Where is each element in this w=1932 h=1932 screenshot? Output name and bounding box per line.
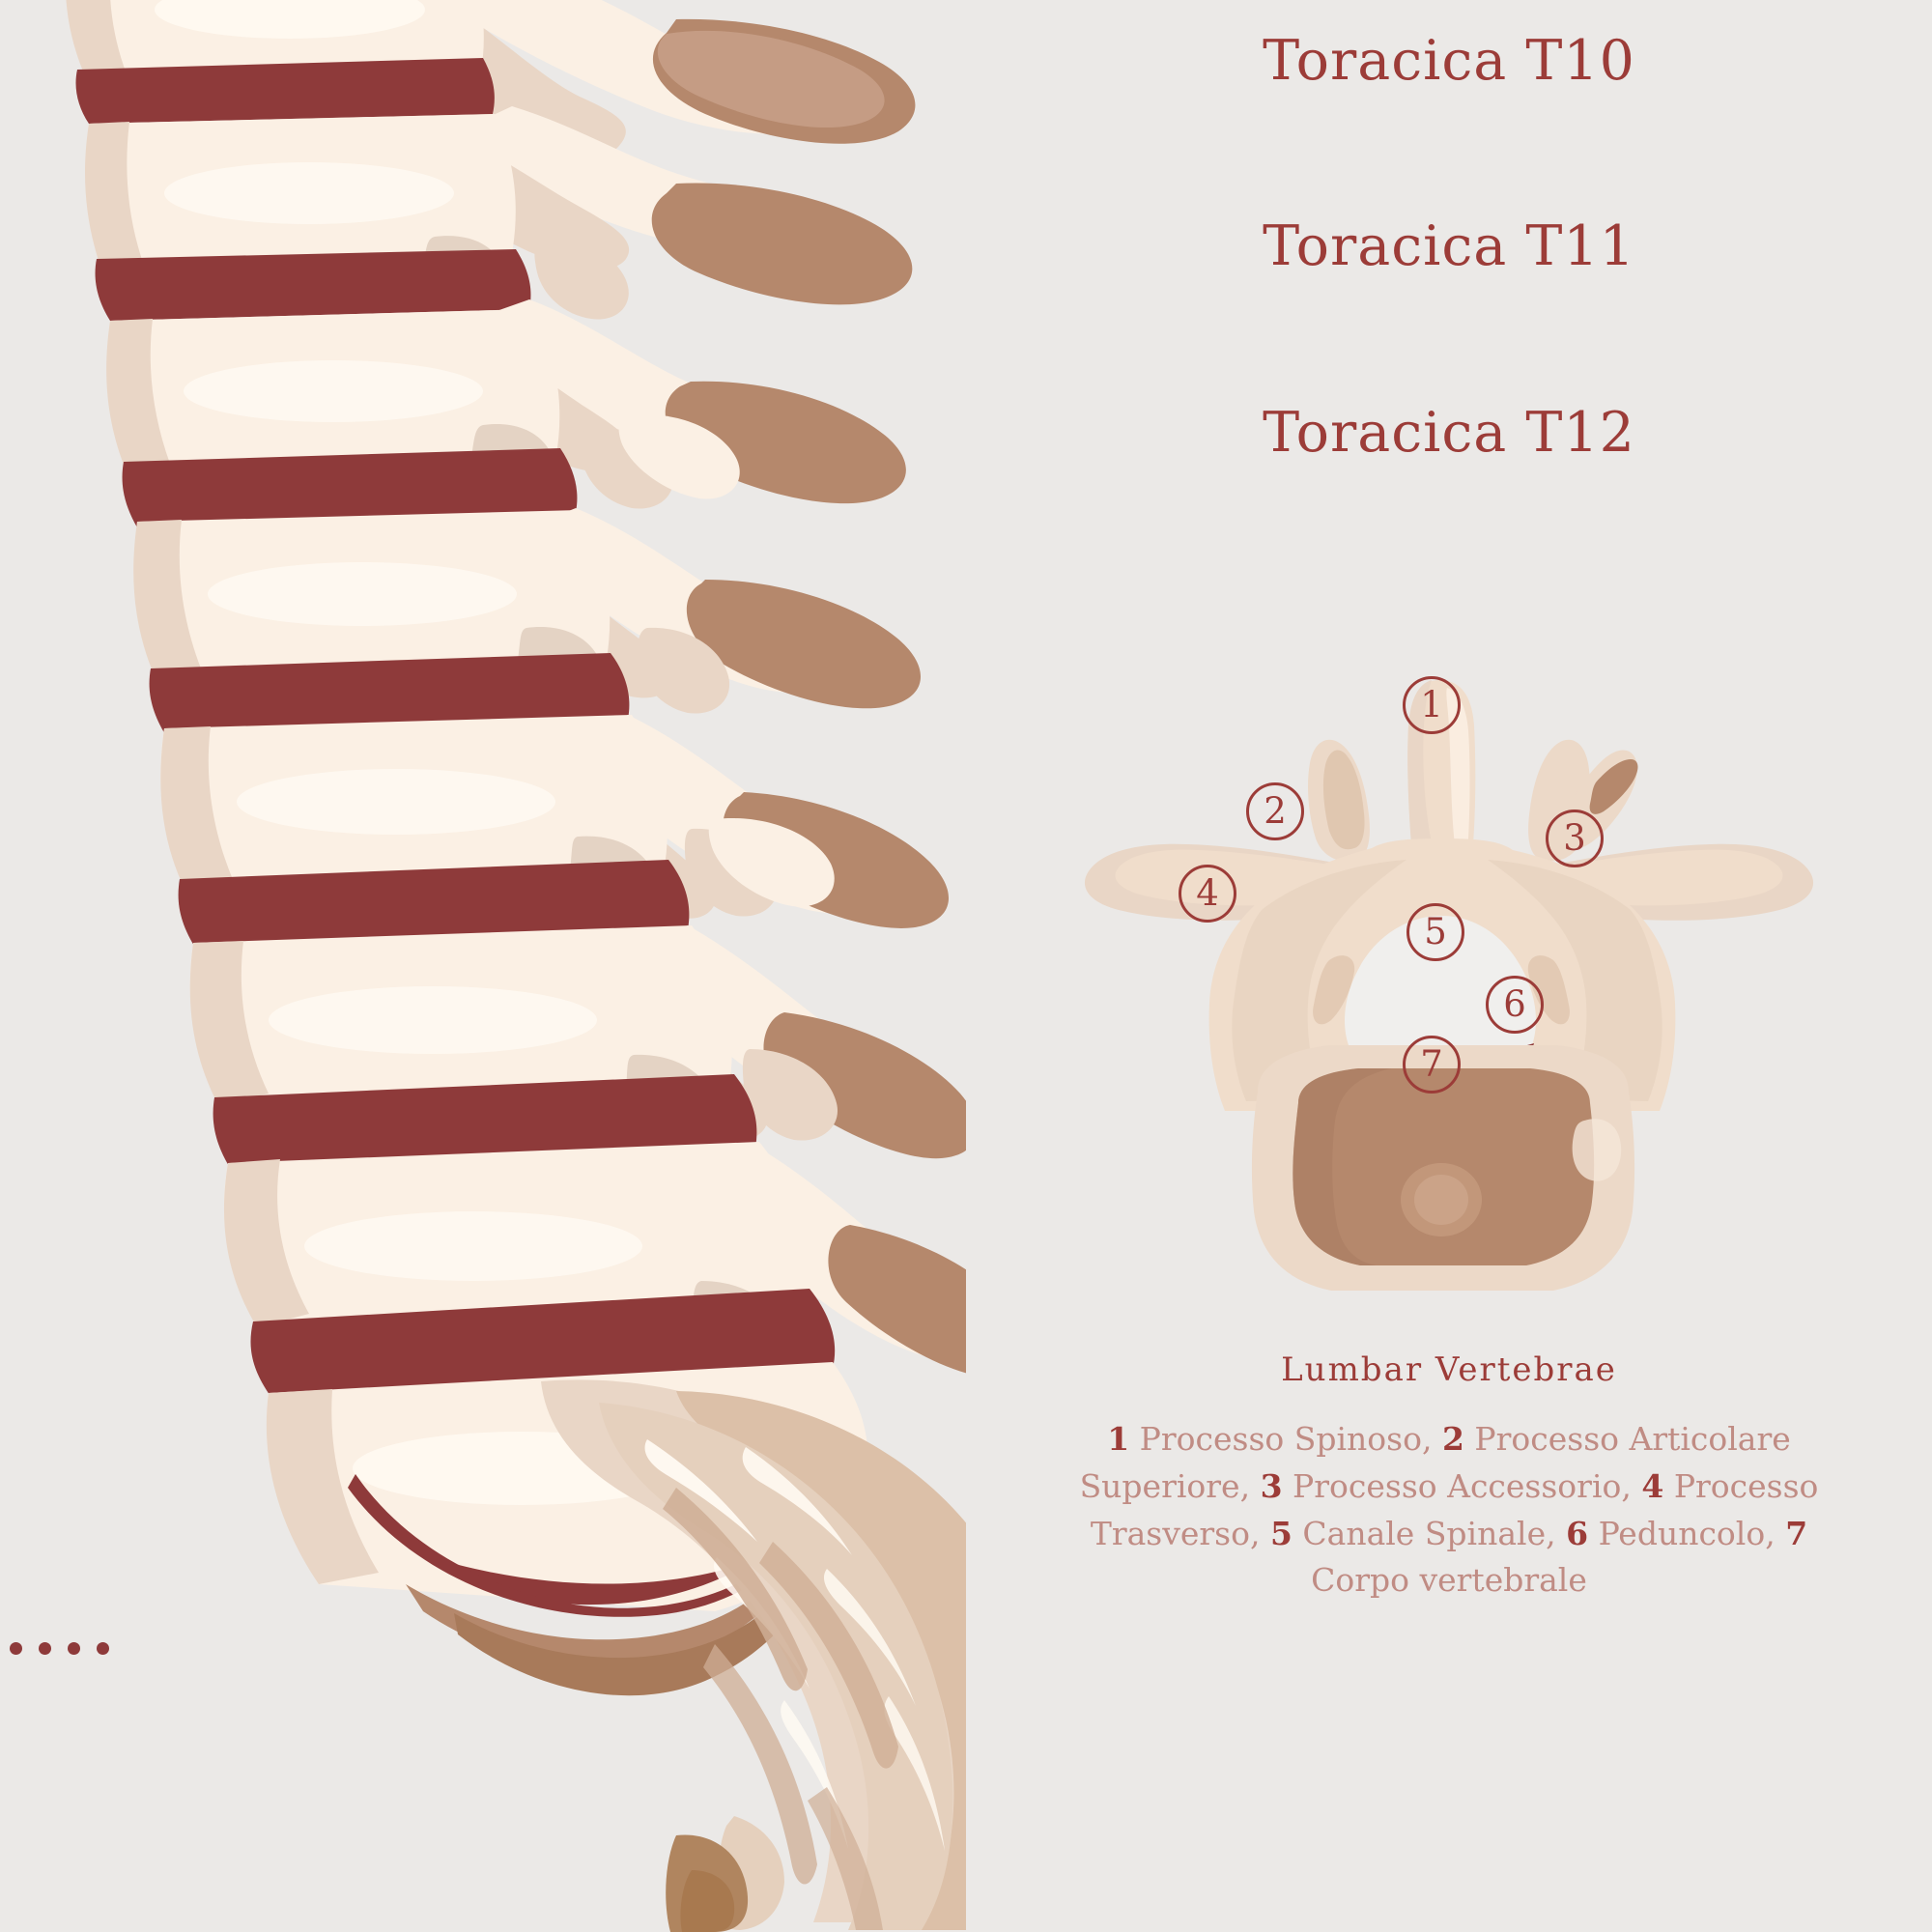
- dot: [39, 1642, 51, 1655]
- caption-label: Canale Spinale,: [1292, 1514, 1567, 1552]
- vertebra-segment: [160, 715, 950, 942]
- callout-5-canale-spinale[interactable]: 5: [1406, 903, 1464, 961]
- caption-label: Processo Trasverso,: [1090, 1466, 1819, 1552]
- dot: [68, 1642, 80, 1655]
- caption-number: 3: [1260, 1466, 1283, 1505]
- spinal-canal: [1345, 916, 1536, 1063]
- vertebra-segment: [106, 299, 906, 524]
- intervertebral-disc: [178, 860, 690, 951]
- callout-6-peduncolo[interactable]: 6: [1486, 976, 1544, 1034]
- right-panel: Toracica T10 Toracica T11 Toracica T12: [1014, 0, 1884, 1932]
- caption-number: 2: [1441, 1420, 1464, 1458]
- sacrum: [541, 1379, 966, 1930]
- lumbar-vertebra-cross-section: 1 2 3 4 5 6 7: [1063, 667, 1835, 1343]
- caption-number: 5: [1269, 1514, 1293, 1552]
- coccyx: [666, 1816, 784, 1932]
- callout-4-processo-trasverso[interactable]: 4: [1179, 865, 1236, 923]
- spine-lateral-illustration: [66, 0, 966, 1932]
- intervertebral-disc: [122, 448, 578, 527]
- callout-1-processo-spinoso[interactable]: 1: [1403, 676, 1461, 734]
- dot: [97, 1642, 109, 1655]
- caption-number: 6: [1566, 1514, 1589, 1552]
- callout-7-corpo-vertebrale[interactable]: 7: [1403, 1036, 1461, 1094]
- vertebra-segment: [189, 925, 966, 1167]
- caption-title: Lumbar Vertebrae: [1281, 1350, 1617, 1389]
- caption-label: Peduncolo,: [1588, 1514, 1786, 1552]
- decorative-dots: [10, 1642, 116, 1665]
- heading-toracica-t11: Toracica T11: [1263, 214, 1635, 278]
- caption-legend-text: 1 Processo Spinoso, 2 Processo Articolar…: [1014, 1416, 1884, 1605]
- caption-number: 4: [1641, 1466, 1664, 1505]
- intervertebral-disc: [213, 1074, 757, 1171]
- heading-toracica-t10: Toracica T10: [1263, 29, 1635, 93]
- caption-label: Corpo vertebrale: [1311, 1561, 1587, 1600]
- caption-label: Processo Accessorio,: [1282, 1466, 1642, 1505]
- caption-number: 7: [1785, 1514, 1808, 1552]
- dot: [10, 1642, 22, 1655]
- caption-label: Processo Articolare Superiore,: [1079, 1420, 1791, 1505]
- vertebra-segment: [85, 106, 913, 331]
- diagram-caption: Lumbar Vertebrae 1 Processo Spinoso, 2 P…: [1014, 1350, 1884, 1605]
- intervertebral-disc: [149, 653, 630, 736]
- callout-2-processo-articolare-superiore[interactable]: 2: [1246, 782, 1304, 840]
- intervertebral-disc: [95, 249, 531, 321]
- intervertebral-disc: [75, 58, 495, 124]
- callout-3-processo-accessorio[interactable]: 3: [1546, 810, 1604, 867]
- heading-toracica-t12: Toracica T12: [1263, 401, 1635, 465]
- caption-number: 1: [1107, 1420, 1130, 1458]
- caption-label: Processo Spinoso,: [1129, 1420, 1442, 1458]
